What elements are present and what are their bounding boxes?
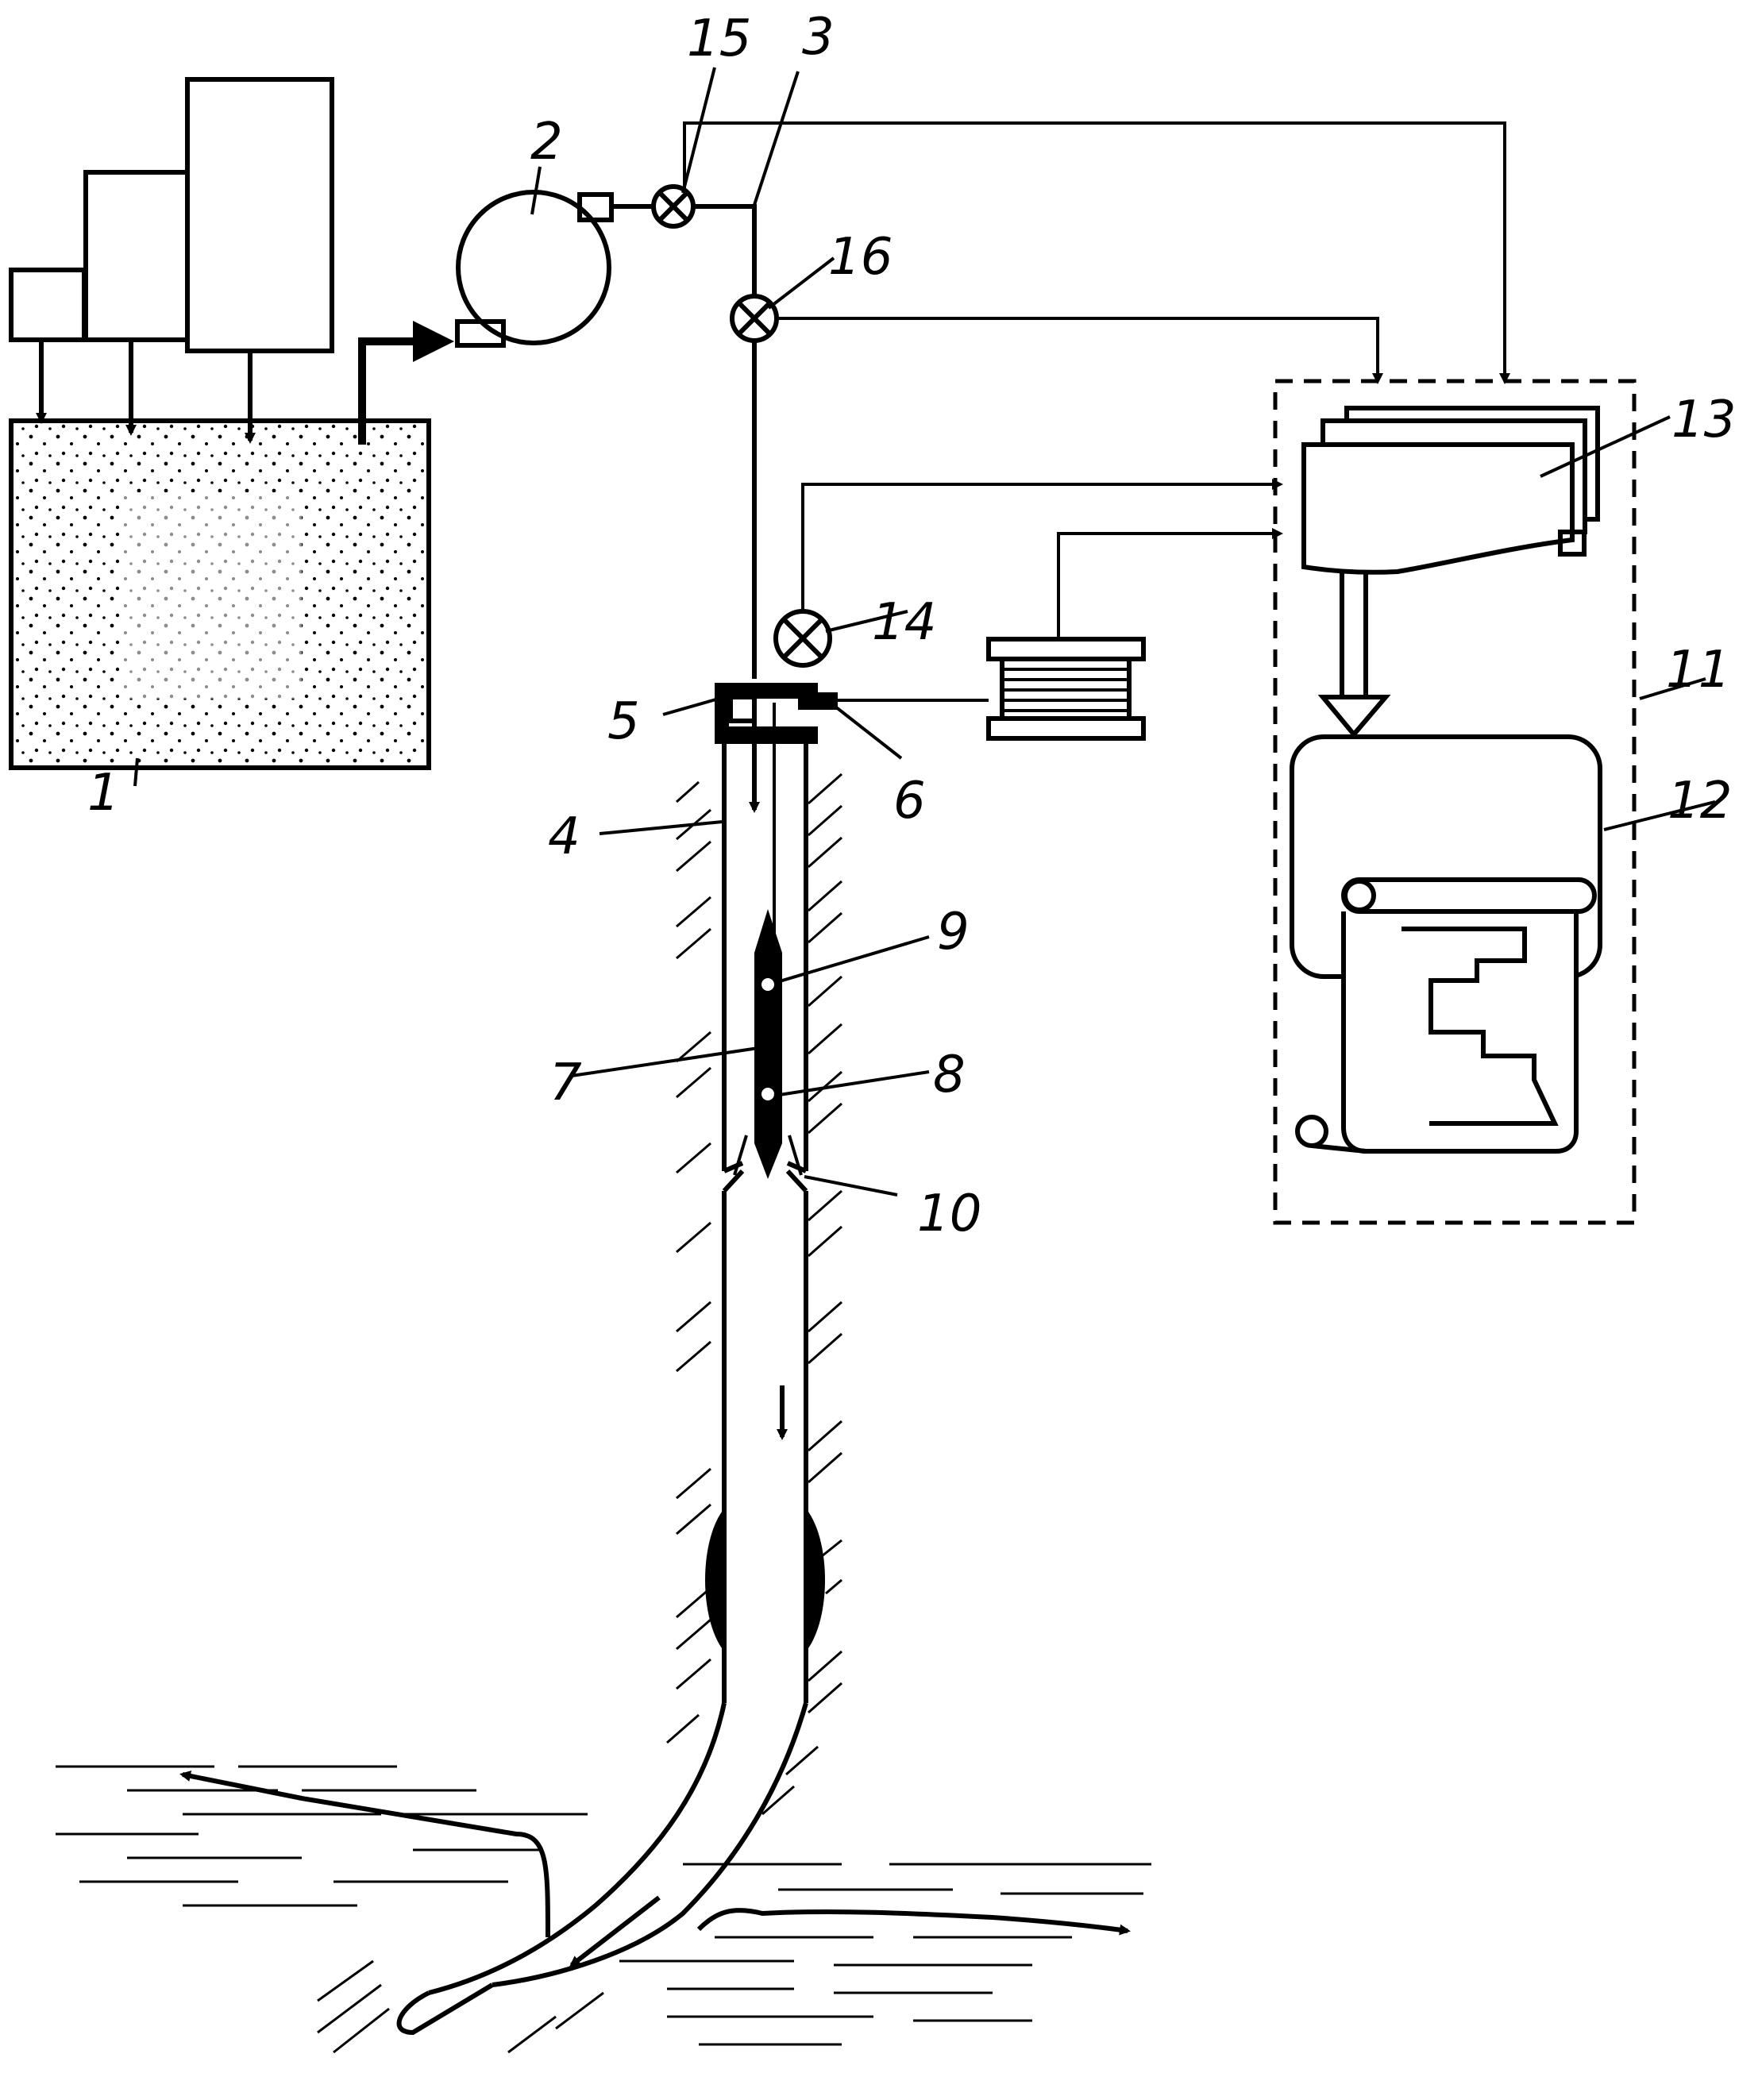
- label-3: 3: [802, 8, 835, 67]
- downhole-tool: [734, 909, 801, 1179]
- label-2: 2: [530, 113, 563, 171]
- label-8: 8: [933, 1046, 966, 1104]
- formation-hatching-right: [508, 774, 842, 2052]
- pump: [457, 192, 611, 345]
- label-1: 1: [87, 764, 120, 823]
- chart-recorder: [1292, 737, 1600, 1151]
- well-casing: [429, 744, 806, 1993]
- label-6: 6: [893, 772, 926, 830]
- label-16: 16: [828, 228, 893, 287]
- formation-hatching-left: [318, 782, 711, 2052]
- label-14: 14: [872, 593, 936, 652]
- label-12: 12: [1668, 772, 1732, 830]
- label-5: 5: [607, 692, 640, 751]
- reagent-bunkers: [11, 79, 332, 441]
- aquifer-layers: [56, 1767, 1151, 2044]
- label-11: 11: [1666, 641, 1730, 699]
- label-15: 15: [687, 10, 751, 68]
- label-9: 9: [937, 903, 970, 961]
- label-4: 4: [548, 807, 580, 866]
- packer: [705, 1509, 825, 1651]
- label-13: 13: [1671, 391, 1736, 449]
- label-10: 10: [917, 1185, 981, 1243]
- pressure-sensor-16: [732, 296, 1378, 381]
- mixing-tank: [11, 421, 429, 768]
- label-7: 7: [549, 1054, 582, 1112]
- data-acquisition-unit: [1304, 408, 1598, 572]
- control-station: [1275, 381, 1634, 1223]
